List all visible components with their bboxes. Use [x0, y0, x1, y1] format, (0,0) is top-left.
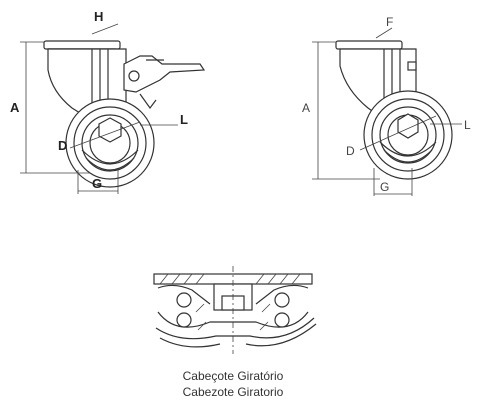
dimension-label-a-right: A [302, 101, 310, 115]
caster-with-brake-drawing [43, 40, 206, 188]
dimension-label-l-right: L [464, 118, 471, 132]
dimension-label-g: G [92, 176, 102, 191]
dimension-label-h: H [94, 9, 103, 24]
caption-spanish: Cabezote Giratorio [183, 385, 284, 399]
dimension-label-d: D [58, 138, 67, 153]
right-dimension-lines [312, 27, 462, 196]
left-dimension-lines [20, 23, 178, 194]
dimension-label-a: A [10, 100, 20, 115]
dimension-label-d-right: D [346, 144, 355, 158]
caster-swivel-drawing [335, 40, 453, 180]
swivel-head-section-view [153, 266, 317, 354]
dimension-label-f: F [386, 15, 393, 29]
caption-portuguese: Cabeçote Giratório [183, 369, 284, 383]
dimension-label-l: L [180, 112, 188, 127]
dimension-label-g-right: G [380, 180, 389, 194]
